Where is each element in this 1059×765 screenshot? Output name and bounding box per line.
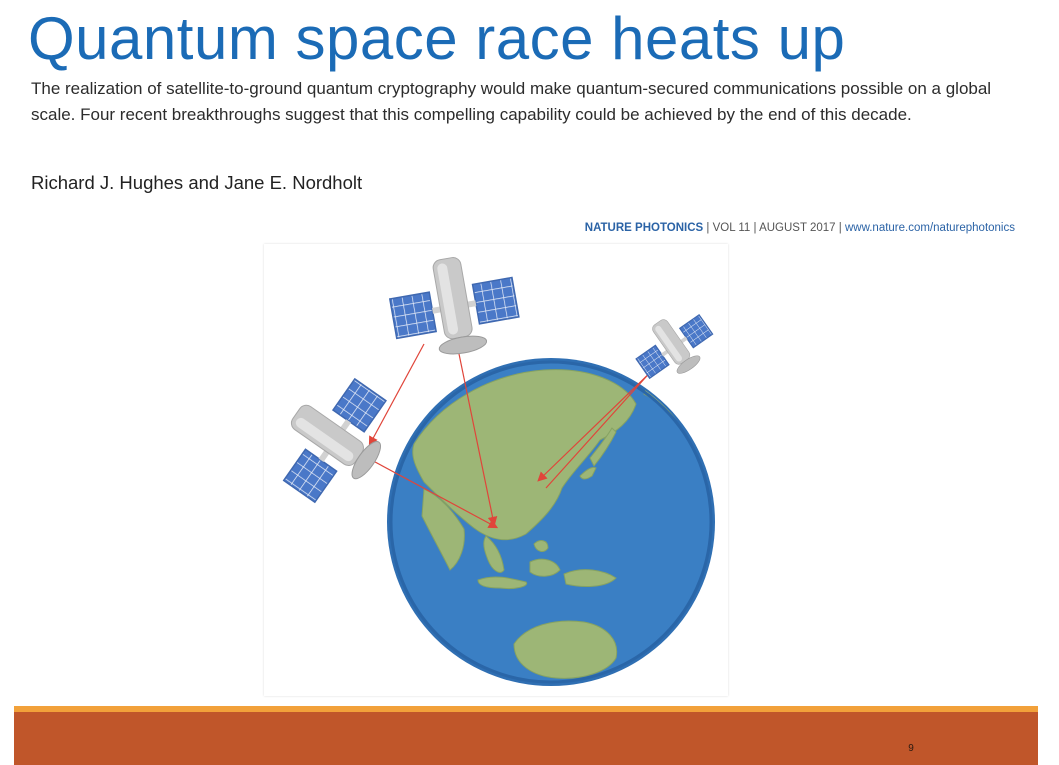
figure-illustration: [282, 257, 715, 686]
journal-citation: NATURE PHOTONICS | VOL 11 | AUGUST 2017 …: [585, 220, 1015, 236]
citation-date: AUGUST 2017: [759, 222, 836, 234]
footer-accent-stripe: [14, 706, 1038, 714]
citation-separator: |: [835, 222, 845, 234]
satellite-quantum-figure: [264, 244, 728, 696]
satellite-icon: [635, 313, 714, 380]
slide-number: 9: [908, 743, 914, 754]
slide-footer-bar: [14, 712, 1038, 765]
quantum-link-arrow: [363, 343, 660, 529]
article-abstract: The realization of satellite-to-ground q…: [31, 79, 992, 124]
article-headline: Quantum space race heats up: [28, 5, 846, 72]
citation-journal: NATURE PHOTONICS: [584, 222, 704, 234]
citation-separator: |: [750, 222, 760, 234]
citation-separator: |: [703, 222, 713, 234]
citation-url: www.nature.com/naturephotonics: [844, 222, 1015, 234]
satellite-icon: [388, 257, 520, 355]
article-authors: Richard J. Hughes and Jane E. Nordholt: [31, 172, 363, 193]
globe-icon: [387, 358, 715, 686]
satellite-icon: [282, 377, 387, 504]
citation-volume: VOL 11: [712, 222, 751, 234]
